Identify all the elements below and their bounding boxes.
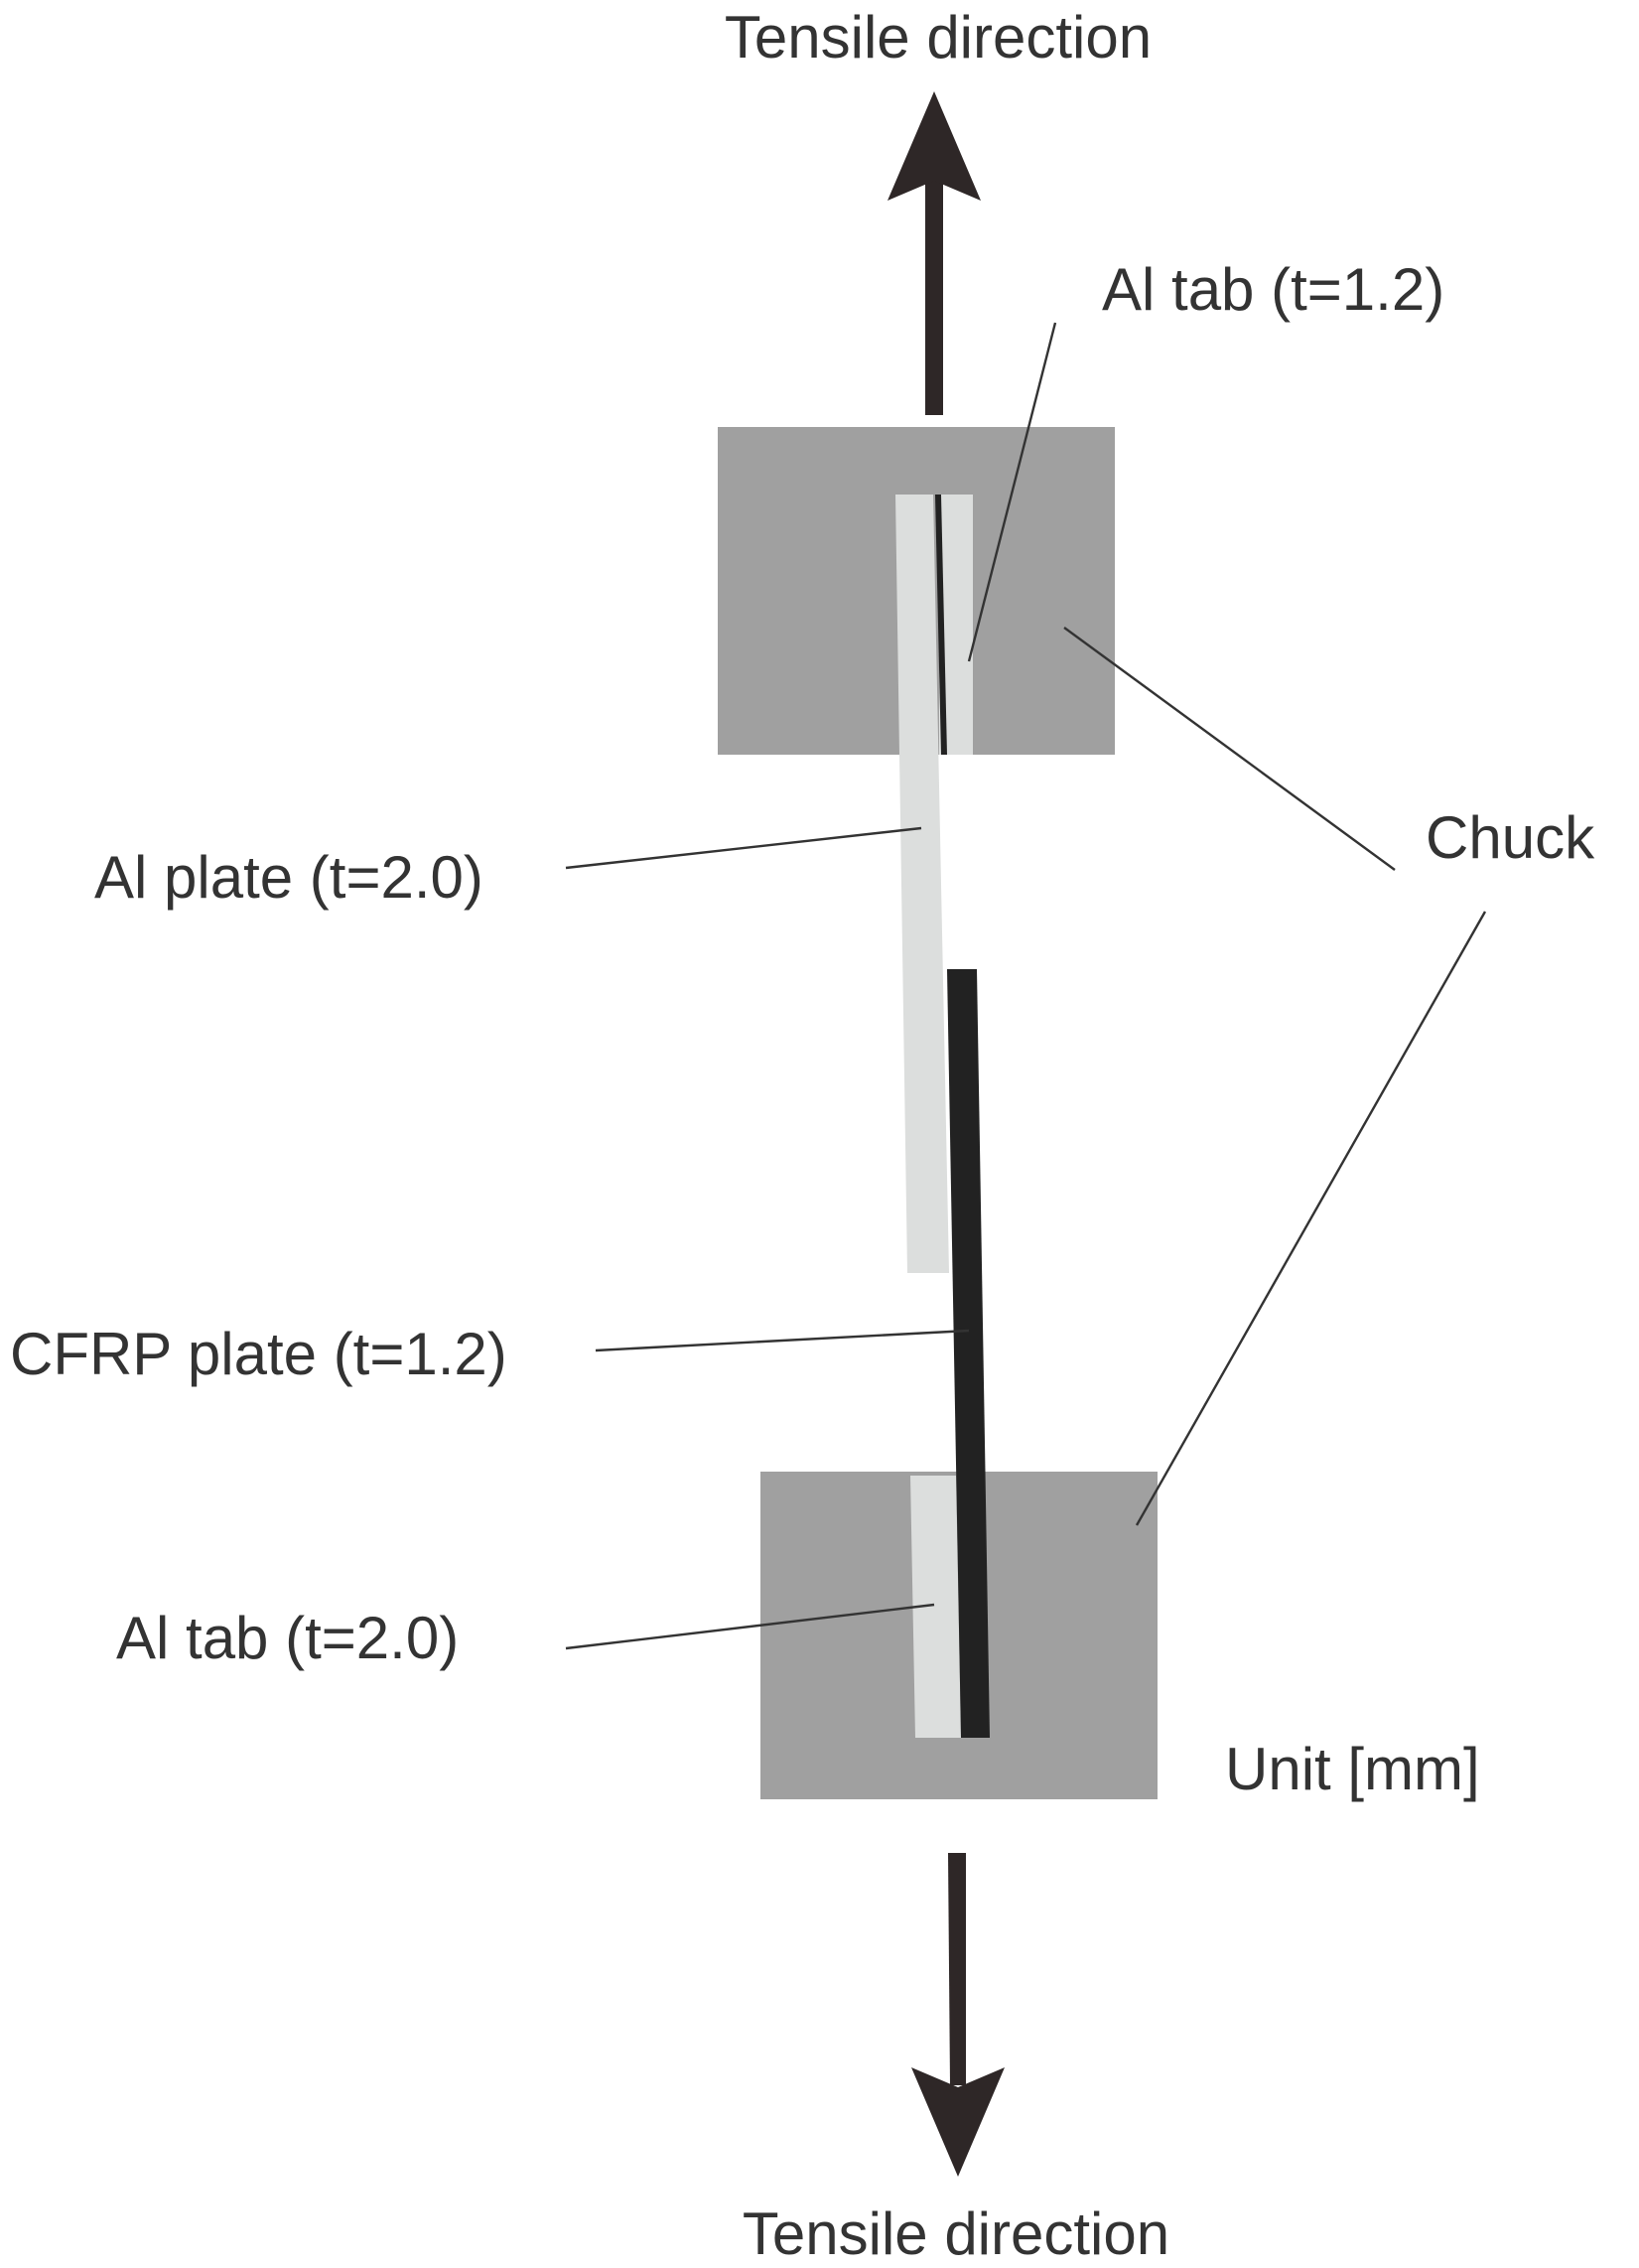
leader-cfrp-plate bbox=[595, 1329, 970, 1352]
leader-chuck-top bbox=[1063, 627, 1396, 871]
leader-al-plate bbox=[565, 826, 922, 870]
cfrp-plate bbox=[947, 969, 990, 1738]
cfrp-edge-top bbox=[935, 495, 947, 755]
bottom-tensile-arrow bbox=[911, 1853, 1005, 2177]
label-al-plate: Al plate (t=2.0) bbox=[94, 844, 483, 911]
bottom-arrowhead bbox=[911, 2067, 1005, 2177]
label-al-tab-bottom: Al tab (t=2.0) bbox=[116, 1605, 459, 1671]
label-al-tab-top: Al tab (t=1.2) bbox=[1102, 256, 1444, 323]
al-tab-bottom bbox=[910, 1476, 961, 1738]
label-chuck: Chuck bbox=[1426, 804, 1595, 871]
bottom-arrow-shaft bbox=[948, 1853, 966, 2085]
al-plate bbox=[895, 495, 949, 1273]
label-unit: Unit [mm] bbox=[1225, 1736, 1480, 1802]
leader-al-tab-bottom bbox=[565, 1603, 935, 1650]
leader-al-tab-top bbox=[967, 322, 1057, 662]
leader-chuck-bottom bbox=[1135, 911, 1487, 1526]
top-tensile-arrow bbox=[888, 91, 981, 415]
top-arrowhead bbox=[888, 91, 981, 201]
label-tensile-direction-top: Tensile direction bbox=[725, 4, 1152, 71]
label-cfrp-plate: CFRP plate (t=1.2) bbox=[10, 1321, 507, 1387]
top-arrow-shaft bbox=[925, 179, 943, 415]
label-tensile-direction-bottom: Tensile direction bbox=[743, 2200, 1169, 2267]
